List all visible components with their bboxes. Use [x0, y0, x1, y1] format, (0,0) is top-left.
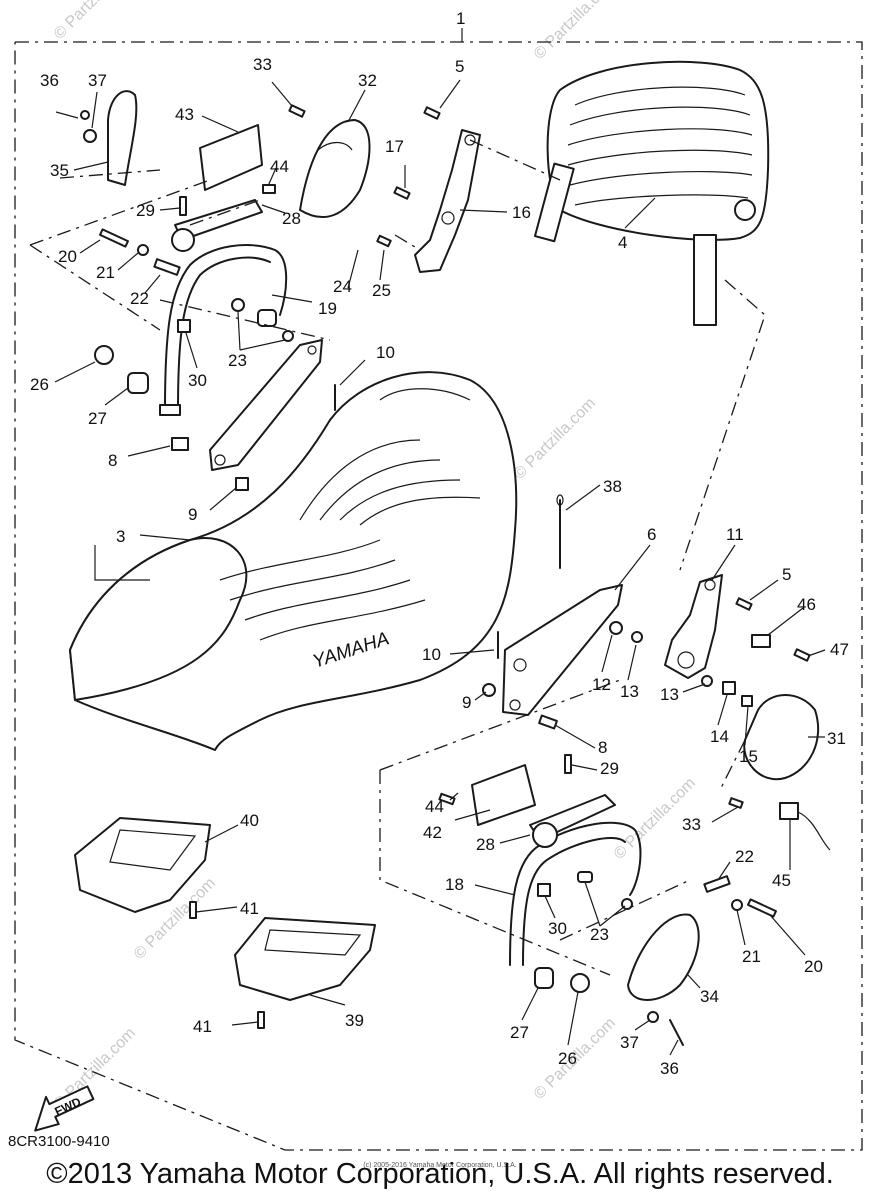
- callout-label: 5: [782, 565, 791, 584]
- callout-label: 41: [193, 1017, 212, 1036]
- callout-label: 33: [682, 815, 701, 834]
- callout-label: 34: [700, 987, 719, 1006]
- callout-label: 4: [618, 233, 627, 252]
- callout-label: 26: [30, 375, 49, 394]
- callout-label: 32: [358, 71, 377, 90]
- callout-label: 29: [600, 759, 619, 778]
- latch-plate-upper: [199, 124, 263, 191]
- leader-lines: [54, 79, 826, 1056]
- callout-label: 18: [445, 875, 464, 894]
- callout-label: 31: [827, 729, 846, 748]
- callout-label: 10: [376, 343, 395, 362]
- rail-cover-right: [743, 694, 820, 781]
- callout-label: 21: [742, 947, 761, 966]
- rail-end-cover-left: [107, 90, 138, 186]
- callout-label: 3: [116, 527, 125, 546]
- grab-rail-left: [159, 199, 288, 416]
- callout-labels: 36 37 35 43 33 32 5 17 16 4 44 28 29 20 …: [30, 55, 849, 1078]
- callout-label: 25: [372, 281, 391, 300]
- backrest-pad: [533, 60, 770, 326]
- callout-label: 5: [455, 57, 464, 76]
- callout-label: 37: [88, 71, 107, 90]
- callout-label: 10: [422, 645, 441, 664]
- callout-label: 9: [188, 505, 197, 524]
- callout-label: 22: [735, 847, 754, 866]
- callout-label: 35: [50, 161, 69, 180]
- callout-label: 12: [592, 675, 611, 694]
- latch-plate-lower: [471, 764, 536, 826]
- callout-label: 16: [512, 203, 531, 222]
- connector-45: [779, 802, 831, 851]
- assembly-number: 1: [456, 9, 465, 28]
- callout-label: 38: [603, 477, 622, 496]
- callout-label: 36: [40, 71, 59, 90]
- callout-label: 28: [282, 209, 301, 228]
- callout-label: 22: [130, 289, 149, 308]
- callout-label: 44: [425, 797, 444, 816]
- copyright-notice: ©2013 Yamaha Motor Corporation, U.S.A. A…: [46, 1158, 834, 1190]
- callout-label: 15: [739, 747, 758, 766]
- callout-label: 24: [333, 277, 352, 296]
- watermark: © Partzilla.com: [531, 0, 619, 63]
- hardware-group: [80, 104, 811, 1046]
- callout-label: 13: [620, 682, 639, 701]
- seat-mount-plate-right: [502, 584, 623, 716]
- fwd-arrow: FWD: [34, 1085, 95, 1132]
- watermark: © Partzilla.com: [51, 0, 139, 43]
- callout-label: 30: [188, 371, 207, 390]
- callout-label: 33: [253, 55, 272, 74]
- callout-label: 45: [772, 871, 791, 890]
- callout-label: 28: [476, 835, 495, 854]
- rail-cover-left: [299, 119, 371, 219]
- callout-label: 41: [240, 899, 259, 918]
- callout-label: 23: [228, 351, 247, 370]
- drawing-code: 8CR3100-9410: [8, 1133, 110, 1150]
- linkage-lines: [29, 139, 766, 976]
- callout-label: 40: [240, 811, 259, 830]
- callout-label: 47: [830, 640, 849, 659]
- callout-label: 8: [598, 738, 607, 757]
- callout-label: 46: [797, 595, 816, 614]
- copyright-small: (c) 2005-2016 Yamaha Motor Corporation, …: [363, 1162, 517, 1169]
- callout-label: 20: [804, 957, 823, 976]
- callout-label: 23: [590, 925, 609, 944]
- callout-label: 27: [510, 1023, 529, 1042]
- callout-label: 26: [558, 1049, 577, 1068]
- callout-label: 8: [108, 451, 117, 470]
- callout-label: 39: [345, 1011, 364, 1030]
- storage-tray-upper: [74, 817, 211, 913]
- callout-label: 6: [647, 525, 656, 544]
- seat-mount-plate-left: [209, 339, 323, 471]
- callout-label: 17: [385, 137, 404, 156]
- backrest-bracket-left: [414, 129, 481, 273]
- callout-label: 27: [88, 409, 107, 428]
- storage-tray-lower: [234, 917, 376, 1001]
- callout-label: 30: [548, 919, 567, 938]
- assembly-frame: 1: [14, 9, 863, 1151]
- callout-label: 43: [175, 105, 194, 124]
- callout-label: 19: [318, 299, 337, 318]
- seat: YAMAHA: [69, 371, 518, 751]
- callout-label: 37: [620, 1033, 639, 1052]
- watermark: © Partzilla.com: [511, 395, 599, 483]
- callout-label: 42: [423, 823, 442, 842]
- callout-label: 44: [270, 157, 289, 176]
- pin-38: [556, 494, 564, 569]
- grab-rail-right: [509, 794, 642, 966]
- callout-label: 36: [660, 1059, 679, 1078]
- callout-label: 13: [660, 685, 679, 704]
- callout-label: 20: [58, 247, 77, 266]
- backrest-bracket-right: [664, 574, 723, 679]
- rail-end-cover-right: [627, 913, 700, 1001]
- callout-label: 14: [710, 727, 729, 746]
- callout-label: 21: [96, 263, 115, 282]
- callout-label: 9: [462, 693, 471, 712]
- callout-label: 29: [136, 201, 155, 220]
- callout-label: 11: [726, 525, 744, 544]
